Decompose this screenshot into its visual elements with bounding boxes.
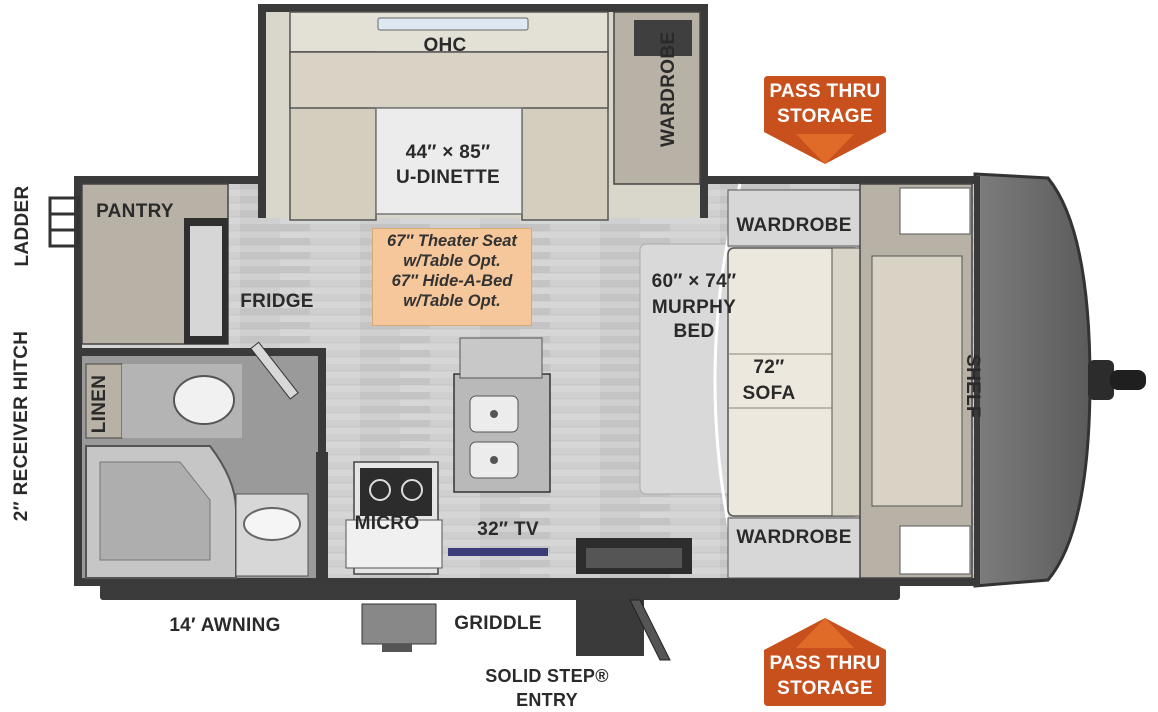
sofa-back (831, 247, 861, 517)
sofa-name-label: SOFA (742, 383, 796, 404)
awning-label: 14′ AWNING (169, 615, 281, 636)
bath-sink (243, 507, 301, 541)
ohc-label: OHC (423, 35, 467, 56)
fridge-door (190, 226, 222, 336)
griddle-top (586, 548, 682, 568)
hitch-jack (1088, 360, 1114, 400)
entry-steps (576, 600, 644, 656)
wardrobe-top-label: WARDROBE (658, 31, 679, 147)
stove-burners (360, 468, 432, 516)
toilet (173, 375, 235, 425)
callout-line-1: 67″ Theater Seat (387, 232, 517, 250)
entry-label-2: ENTRY (516, 690, 578, 710)
griddle-unit (361, 603, 437, 645)
front-shelf-top (899, 187, 971, 235)
tv-mount (448, 548, 548, 556)
badge-bottom-line-1: PASS THRU (769, 653, 881, 674)
options-callout: 67″ Theater Seat w/Table Opt. 67″ Hide-A… (372, 228, 532, 326)
ohc-light (377, 17, 529, 31)
island-top (459, 337, 543, 379)
bath-door (250, 341, 299, 400)
callout-line-4: w/Table Opt. (403, 292, 501, 310)
linen-label: LINEN (89, 374, 110, 434)
badge-top-line-2: STORAGE (777, 106, 873, 127)
griddle-label: GRIDDLE (454, 613, 542, 634)
wardrobe-right-top-label: WARDROBE (736, 215, 852, 236)
hitch-coupler (1110, 370, 1146, 390)
tv-label: 32″ TV (477, 519, 539, 540)
linen-cabinet (85, 363, 123, 439)
wardrobe-right-bottom-box (727, 517, 861, 579)
wardrobe-right-bottom-label: WARDROBE (736, 527, 852, 548)
front-shelf-bottom (899, 525, 971, 575)
awning-rail (100, 584, 900, 600)
griddle-unit-base (382, 644, 412, 652)
micro-box (345, 519, 443, 569)
shower-pan (99, 461, 211, 561)
fridge-label: FRIDGE (240, 291, 314, 312)
wardrobe-right-top-box (727, 189, 861, 247)
badge-bottom-line-2: STORAGE (777, 678, 873, 699)
wardrobe-top-shelf (634, 20, 692, 56)
pantry-label: PANTRY (96, 201, 174, 222)
murphy-size-label: 60″ × 74″ (651, 271, 737, 292)
callout-line-3: 67″ Hide-A-Bed (391, 272, 513, 290)
sofa-size-label: 72″ (753, 357, 785, 378)
dinette-size-label: 44″ × 85″ (405, 142, 491, 163)
murphy-name-label-1: MURPHY (651, 297, 737, 318)
front-bed (871, 255, 963, 507)
entry-handrail (629, 599, 671, 661)
dinette-name-label: U-DINETTE (395, 167, 501, 188)
entry-label-1: SOLID STEP® (485, 666, 609, 686)
callout-line-2: w/Table Opt. (403, 252, 501, 270)
micro-label: MICRO (354, 513, 420, 534)
badge-top-shape (764, 76, 886, 164)
ladder-graphic (48, 196, 80, 248)
dinette-bench-back (289, 51, 609, 109)
front-cap (973, 172, 1092, 588)
pass-thru-storage-bottom-badge: PASS THRU STORAGE (762, 616, 888, 710)
shelf-label: SHELF (962, 354, 983, 418)
kitchen-counter-wall (316, 452, 328, 578)
receiver-hitch-label: 2″ RECEIVER HITCH (11, 330, 32, 522)
dinette-table (375, 107, 523, 215)
pass-thru-storage-top-badge: PASS THRU STORAGE (762, 72, 888, 166)
badge-bottom-shape (764, 618, 886, 706)
badge-top-line-1: PASS THRU (769, 81, 881, 102)
murphy-name-label-2: BED (673, 321, 715, 342)
ladder-label: LADDER (12, 185, 33, 267)
